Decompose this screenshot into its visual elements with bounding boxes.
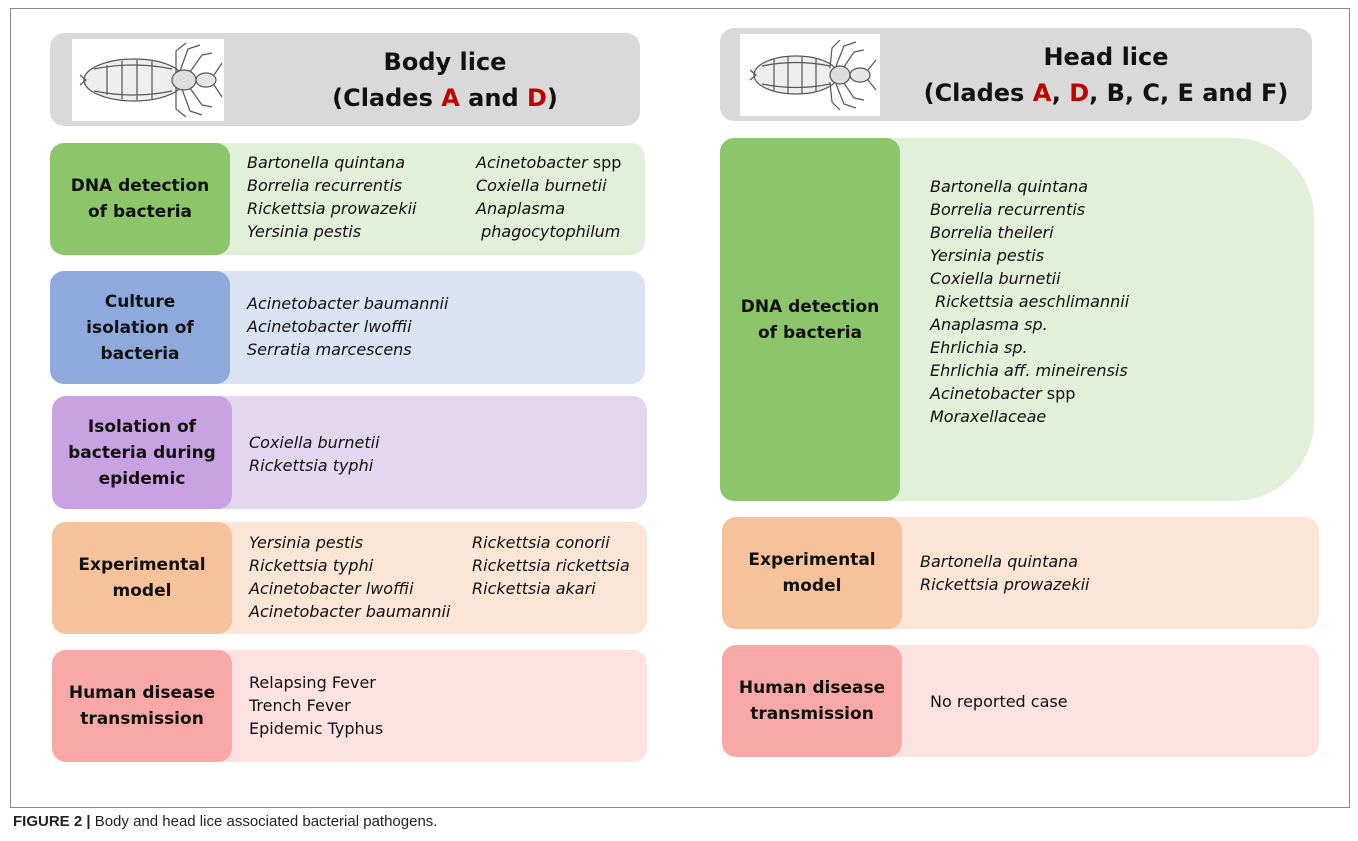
list-item: Rickettsia prowazekii bbox=[247, 199, 417, 218]
body-epidemic-isolation-label: Isolation of bacteria during epidemic bbox=[52, 396, 232, 509]
list-item: No reported case bbox=[930, 692, 1068, 711]
head-lice-header: Head lice (Clades A, D, B, C, E and F) bbox=[720, 28, 1312, 121]
list-item: Yersinia pestis bbox=[249, 533, 364, 552]
body-human-transmission-row: Human disease transmission Relapsing Fev… bbox=[52, 650, 647, 762]
list-item: Rickettsia typhi bbox=[249, 556, 374, 575]
body-human-list: Relapsing Fever Trench Fever Epidemic Ty… bbox=[249, 671, 383, 740]
list-item: phagocytophilum bbox=[476, 222, 621, 241]
head-human-transmission-row: Human disease transmission No reported c… bbox=[722, 645, 1319, 757]
body-experimental-model-label: Experimental model bbox=[52, 522, 232, 634]
clade-a-label: A bbox=[441, 84, 460, 112]
head-experimental-list: Bartonella quintana Rickettsia prowazeki… bbox=[920, 550, 1090, 596]
list-item: Rickettsia typhi bbox=[249, 456, 374, 475]
list-item: Trench Fever bbox=[249, 696, 351, 715]
list-item: Acinetobacter lwoffii bbox=[249, 579, 414, 598]
body-culture-isolation-row: Culture isolation of bacteria Acinetobac… bbox=[50, 271, 645, 384]
body-lice-header: Body lice (Clades A and D) bbox=[50, 33, 640, 126]
body-dna-detection-row: DNA detection of bacteria Bartonella qui… bbox=[50, 143, 645, 255]
list-item: Yersinia pestis bbox=[247, 222, 362, 241]
list-item: Epidemic Typhus bbox=[249, 719, 384, 738]
list-item: Acinetobacter spp bbox=[476, 153, 622, 172]
list-item: Rickettsia akari bbox=[472, 579, 596, 598]
head-dna-list: Bartonella quintana Borrelia recurrentis… bbox=[930, 175, 1129, 428]
body-epidemic-list: Coxiella burnetii Rickettsia typhi bbox=[249, 431, 380, 477]
list-item: Ehrlichia sp. bbox=[930, 338, 1028, 357]
list-item: Serratia marcescens bbox=[247, 340, 412, 359]
list-item: Anaplasma sp. bbox=[930, 315, 1048, 334]
head-experimental-model-row: Experimental model Bartonella quintana R… bbox=[722, 517, 1319, 629]
head-lice-clades: (Clades A, D, B, C, E and F) bbox=[923, 79, 1289, 107]
body-dna-list-col1: Bartonella quintana Borrelia recurrentis… bbox=[247, 151, 417, 243]
list-item: Acinetobacter baumannii bbox=[247, 294, 449, 313]
body-experimental-model-row: Experimental model Yersinia pestis Ricke… bbox=[52, 522, 647, 634]
head-human-transmission-label: Human disease transmission bbox=[722, 645, 902, 757]
body-epidemic-isolation-row: Isolation of bacteria during epidemic Co… bbox=[52, 396, 647, 509]
list-item: Bartonella quintana bbox=[247, 153, 406, 172]
list-item: Anaplasma bbox=[476, 199, 566, 218]
body-lice-clades: (Clades A and D) bbox=[332, 84, 558, 112]
list-item: Borrelia recurrentis bbox=[930, 200, 1086, 219]
head-dna-detection-label: DNA detection of bacteria bbox=[720, 138, 900, 501]
figure-caption-text: Body and head lice associated bacterial … bbox=[90, 813, 438, 830]
body-human-transmission-label: Human disease transmission bbox=[52, 650, 232, 762]
list-item: Borrelia theileri bbox=[930, 223, 1054, 242]
list-item: Acinetobacter baumannii bbox=[249, 602, 451, 621]
list-item: Relapsing Fever bbox=[249, 673, 376, 692]
list-item: Rickettsia aeschlimannii bbox=[930, 292, 1130, 311]
body-experimental-list-col1: Yersinia pestis Rickettsia typhi Acineto… bbox=[249, 531, 450, 623]
body-lice-title-line1: Body lice bbox=[383, 48, 507, 76]
head-louse-illustration bbox=[740, 34, 880, 116]
list-item: Bartonella quintana bbox=[930, 177, 1089, 196]
list-item: Coxiella burnetii bbox=[249, 433, 380, 452]
figure-caption: FIGURE 2 | Body and head lice associated… bbox=[13, 813, 437, 830]
head-experimental-model-label: Experimental model bbox=[722, 517, 902, 629]
list-item: Acinetobacter lwoffii bbox=[247, 317, 412, 336]
list-item: Rickettsia rickettsia bbox=[472, 556, 630, 575]
clade-d-label: D bbox=[526, 84, 547, 112]
list-item: Rickettsia conorii bbox=[472, 533, 610, 552]
body-experimental-list-col2: Rickettsia conorii Rickettsia rickettsia… bbox=[472, 531, 630, 600]
body-dna-detection-label: DNA detection of bacteria bbox=[50, 143, 230, 255]
figure-caption-label: FIGURE 2 | bbox=[13, 813, 91, 830]
list-item: Bartonella quintana bbox=[920, 552, 1079, 571]
body-lice-title: Body lice (Clades A and D) bbox=[250, 44, 640, 116]
list-item: Acinetobacter spp bbox=[930, 384, 1076, 403]
head-human-list: No reported case bbox=[930, 690, 1068, 713]
head-lice-title: Head lice (Clades A, D, B, C, E and F) bbox=[900, 39, 1312, 111]
list-item: Coxiella burnetii bbox=[476, 176, 607, 195]
clade-d-label: D bbox=[1069, 79, 1090, 107]
body-dna-list-col2: Acinetobacter spp Coxiella burnetii Anap… bbox=[476, 151, 621, 243]
list-item: Borrelia recurrentis bbox=[247, 176, 403, 195]
body-culture-list: Acinetobacter baumannii Acinetobacter lw… bbox=[247, 292, 448, 361]
list-item: Moraxellaceae bbox=[930, 407, 1047, 426]
list-item: Yersinia pestis bbox=[930, 246, 1045, 265]
list-item: Rickettsia prowazekii bbox=[920, 575, 1090, 594]
clade-a-label: A bbox=[1032, 79, 1052, 107]
head-dna-detection-row: DNA detection of bacteria Bartonella qui… bbox=[720, 138, 1314, 501]
head-lice-title-line1: Head lice bbox=[1043, 43, 1169, 71]
list-item: Coxiella burnetii bbox=[930, 269, 1061, 288]
body-louse-illustration bbox=[72, 39, 224, 121]
body-culture-isolation-label: Culture isolation of bacteria bbox=[50, 271, 230, 384]
list-item: Ehrlichia aff. mineirensis bbox=[930, 361, 1128, 380]
